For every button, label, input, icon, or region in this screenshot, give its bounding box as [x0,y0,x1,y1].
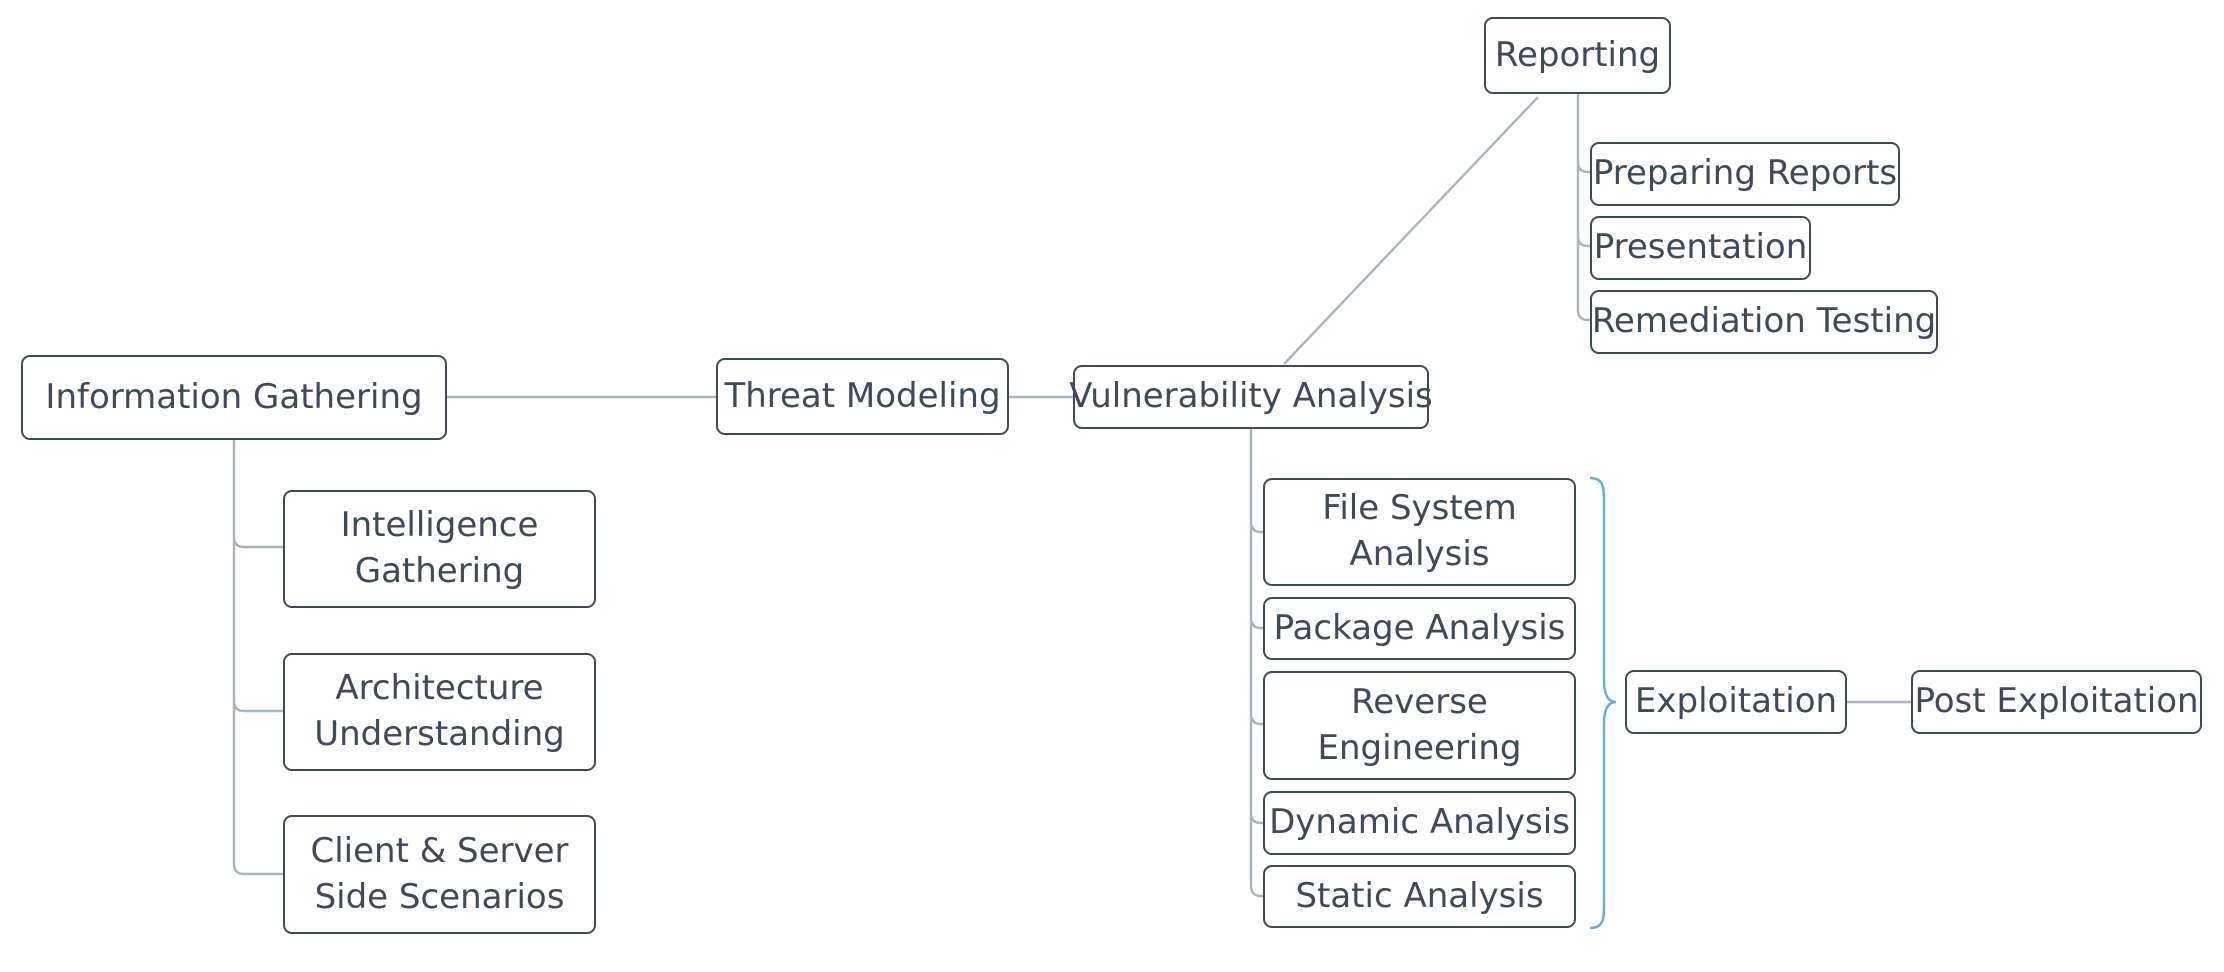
node-threat-modeling: Threat Modeling [716,358,1009,435]
node-intelligence-gathering: Intelligence Gathering [283,490,596,608]
node-label: Post Exploitation [1914,681,2199,722]
node-vulnerability-analysis: Vulnerability Analysis [1069,365,1433,429]
connector-reporting-children [1576,93,1594,322]
node-dynamic-analysis: Dynamic Analysis [1263,791,1576,855]
node-label-line: Gathering [354,551,525,591]
node-exploitation: Exploitation [1625,670,1847,734]
node-label-line: Intelligence [340,505,539,546]
node-label-line: Understanding [314,714,565,754]
node-information-gathering: Information Gathering [21,355,447,440]
node-architecture-understanding: Architecture Understanding [283,653,596,771]
node-package-analysis: Package Analysis [1263,597,1576,660]
node-label: Presentation [1593,227,1808,268]
node-label-line: Engineering [1317,727,1522,768]
node-label: Preparing Reports [1592,153,1898,194]
node-preparing-reports: Preparing Reports [1590,142,1900,206]
node-presentation: Presentation [1590,216,1811,280]
node-static-analysis: Static Analysis [1263,865,1576,928]
node-label: Static Analysis [1295,875,1544,916]
node-label-line: Client & Server [310,830,569,871]
connector-vulnerability-reporting [1283,96,1539,365]
node-client-server-scenarios: Client & Server Side Scenarios [283,815,596,934]
node-label-line: Architecture [335,668,544,709]
node-label: Dynamic Analysis [1269,802,1570,843]
node-remediation-testing: Remediation Testing [1590,290,1938,354]
node-label: Threat Modeling [724,375,1001,416]
node-post-exploitation: Post Exploitation [1911,670,2202,734]
node-label: Information Gathering [45,376,423,417]
node-label-line: Reverse [1351,681,1488,722]
connector-vulnerability-children [1249,428,1265,898]
node-label: Reporting [1494,34,1661,75]
node-label: Package Analysis [1273,607,1566,648]
node-label-line: Side Scenarios [314,876,565,917]
node-reporting: Reporting [1484,17,1671,94]
node-reverse-engineering: Reverse Engineering [1263,671,1576,780]
node-label-line: File System [1322,488,1517,529]
node-file-system-analysis: File System Analysis [1263,478,1576,586]
connector-information-children [232,440,284,876]
exploitation-bracket [1589,476,1617,930]
node-label: Vulnerability Analysis [1069,376,1433,417]
node-label-line: Analysis [1349,534,1490,574]
node-label: Exploitation [1634,681,1838,722]
node-label: Remediation Testing [1591,301,1937,342]
